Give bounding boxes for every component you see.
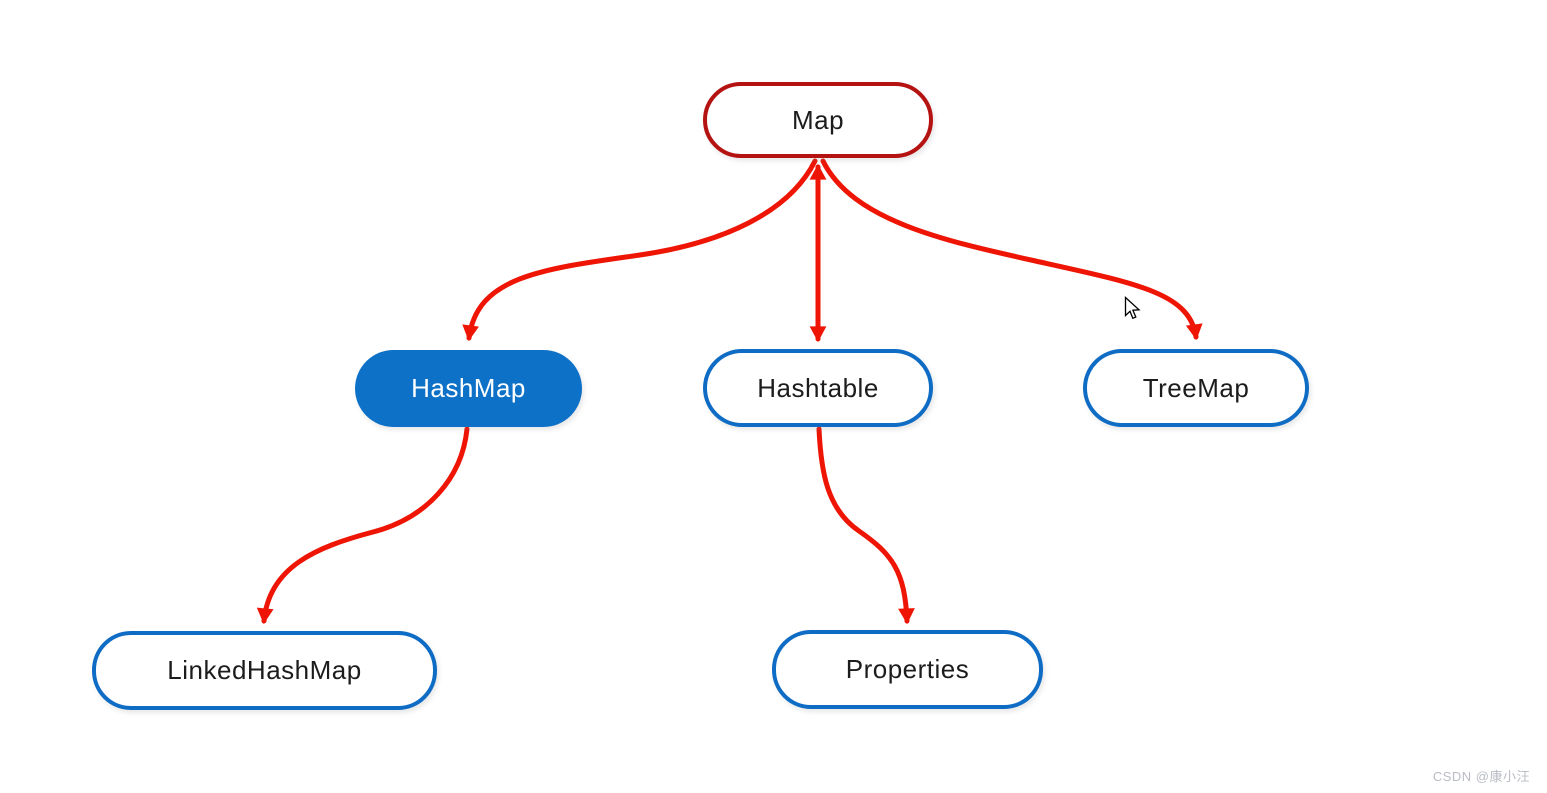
edge-hashmap-linkedhashmap	[256, 426, 470, 624]
node-hashmap: HashMap	[355, 350, 582, 427]
edge-hashtable-properties	[816, 426, 915, 624]
edge-map-hashmap	[462, 158, 818, 341]
node-map-label: Map	[791, 104, 845, 135]
node-hashtable: Hashtable	[703, 349, 933, 427]
mouse-pointer-icon	[1124, 296, 1141, 320]
node-properties-label: Properties	[845, 654, 970, 684]
node-linkedhashmap-label: LinkedHashMap	[167, 655, 362, 685]
edge-map-treemap	[820, 158, 1203, 340]
node-hashmap-label: HashMap	[411, 373, 526, 403]
node-hashtable-label: Hashtable	[757, 372, 879, 403]
node-linkedhashmap: LinkedHashMap	[92, 631, 437, 710]
node-treemap-label: TreeMap	[1142, 372, 1250, 403]
node-map: Map	[703, 82, 933, 158]
watermark-text: CSDN @康小汪	[1432, 769, 1530, 784]
node-properties: Properties	[772, 630, 1043, 709]
node-treemap: TreeMap	[1083, 349, 1309, 427]
